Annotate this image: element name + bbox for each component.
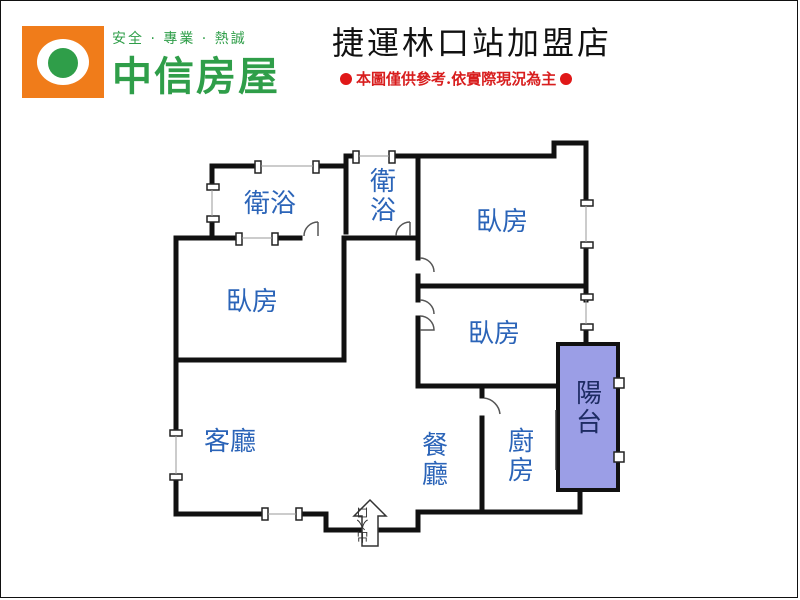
globe-icon [48,48,78,78]
room-label-kitchen: 廚房 [507,427,534,486]
brand-name: 中信房屋 [112,54,280,100]
red-dot-icon [340,72,352,85]
disclaimer-text: 本圖僅供參考.依實際現況為主 [356,70,557,88]
entrance-arrow-icon [352,498,388,547]
room-label-balcony: 陽台 [575,379,602,438]
logo-icon [22,26,104,98]
room-label-bedroom-top-right: 臥房 [476,207,529,237]
balcony-area [555,342,625,492]
brand-logo: 安全 · 專業 · 熱誠 中信房屋 [22,26,307,102]
entrance-label: 出入口 [356,507,370,543]
red-dot-icon [560,72,573,85]
room-label-living-room: 客廳 [204,427,257,457]
room-label-bedroom-left: 臥房 [226,287,279,317]
room-label-bedroom-mid-right: 臥房 [468,319,521,349]
room-label-bath-right: 衛浴 [369,167,396,226]
disclaimer-notice: 本圖僅供參考.依實際現況為主 [340,68,573,89]
brand-tagline: 安全 · 專業 · 熱誠 [112,31,247,47]
room-label-bath-left: 衛浴 [244,189,297,219]
room-label-dining-room: 餐廳 [421,431,448,490]
store-title: 捷運林口站加盟店 [332,24,613,62]
